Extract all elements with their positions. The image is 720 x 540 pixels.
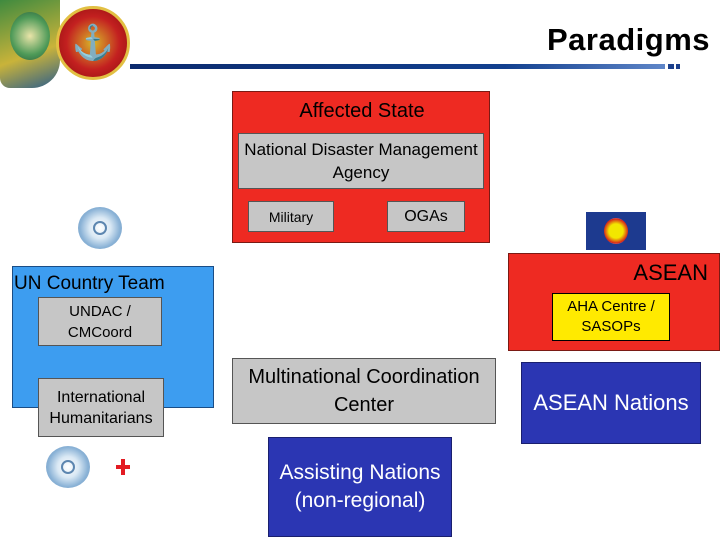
un-emblem-icon xyxy=(46,446,90,488)
military-box: Military xyxy=(248,201,334,232)
emblem-center xyxy=(10,12,50,60)
un-country-team-title: UN Country Team xyxy=(14,273,165,294)
military-emblem-icon xyxy=(0,0,60,88)
multinational-coordination-center-box: Multinational Coordination Center xyxy=(232,358,496,424)
assisting-nations-box: Assisting Nations (non-regional) xyxy=(268,437,452,537)
page-title: Paradigms xyxy=(546,22,710,57)
affected-state-title: Affected State xyxy=(299,99,425,122)
title-underline-dash xyxy=(668,64,674,69)
asean-flag-icon xyxy=(586,212,646,250)
ndma-box: National Disaster Management Agency xyxy=(238,133,484,189)
asean-nations-box: ASEAN Nations xyxy=(521,362,701,444)
red-cross-horizontal xyxy=(116,465,130,469)
aha-centre-box: AHA Centre / SASOPs xyxy=(552,293,670,341)
navy-anchor-emblem-icon: ⚓ xyxy=(56,6,130,80)
international-humanitarians-box: International Humanitarians xyxy=(38,378,164,437)
un-emblem-icon xyxy=(78,207,122,249)
red-cross-crescent-icon xyxy=(116,458,138,476)
title-underline-dash xyxy=(676,64,680,69)
title-underline xyxy=(130,64,665,69)
red-crescent xyxy=(128,458,138,476)
undac-box: UNDAC / CMCoord xyxy=(38,297,162,346)
anchor-icon: ⚓ xyxy=(71,24,115,62)
asean-title: ASEAN xyxy=(633,260,708,285)
ogas-box: OGAs xyxy=(387,201,465,232)
asean-flag-emblem xyxy=(604,218,628,244)
